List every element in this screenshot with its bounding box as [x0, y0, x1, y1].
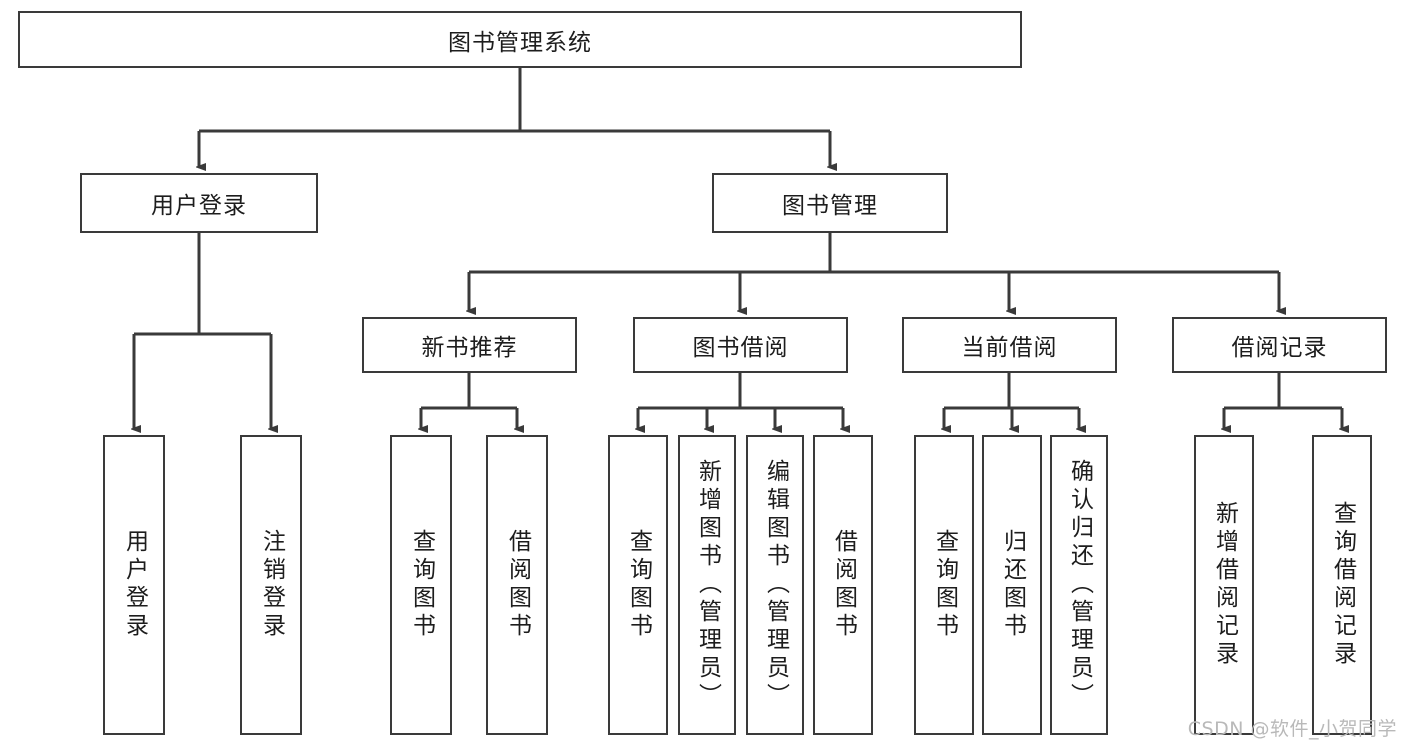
- leaf-borrow-book-label: 借阅图书: [830, 529, 857, 641]
- leaf-query-books-rec[interactable]: 查询图书: [390, 435, 452, 735]
- node-book-management[interactable]: 图书管理: [712, 173, 948, 233]
- leaf-user-login[interactable]: 用户登录: [103, 435, 165, 735]
- leaf-return-book-label: 归还图书: [999, 529, 1026, 641]
- leaf-add-record-label: 新增借阅记录: [1211, 501, 1238, 669]
- node-borrow-record[interactable]: 借阅记录: [1172, 317, 1387, 373]
- node-root[interactable]: 图书管理系统: [18, 11, 1022, 68]
- node-user-login[interactable]: 用户登录: [80, 173, 318, 233]
- leaf-edit-book-label: 编辑图书（管理员）: [762, 459, 789, 711]
- leaf-query-books[interactable]: 查询图书: [608, 435, 668, 735]
- leaf-user-logout[interactable]: 注销登录: [240, 435, 302, 735]
- leaf-confirm-return[interactable]: 确认归还（管理员）: [1050, 435, 1108, 735]
- node-book-borrow[interactable]: 图书借阅: [633, 317, 848, 373]
- leaf-query-books-rec-label: 查询图书: [408, 529, 435, 641]
- watermark-text: CSDN @软件_小贺同学: [1187, 718, 1397, 740]
- node-root-label: 图书管理系统: [448, 29, 592, 56]
- leaf-user-logout-label: 注销登录: [258, 529, 285, 641]
- leaf-edit-book[interactable]: 编辑图书（管理员）: [746, 435, 804, 735]
- leaf-add-record[interactable]: 新增借阅记录: [1194, 435, 1254, 735]
- leaf-add-book-label: 新增图书（管理员）: [694, 459, 721, 711]
- leaf-query-books-label: 查询图书: [625, 529, 652, 641]
- node-user-login-label: 用户登录: [151, 193, 247, 219]
- leaf-query-books-cur[interactable]: 查询图书: [914, 435, 974, 735]
- node-book-borrow-label: 图书借阅: [692, 335, 789, 361]
- leaf-borrow-book[interactable]: 借阅图书: [813, 435, 873, 735]
- node-new-book-recommend-label: 新书推荐: [421, 335, 518, 361]
- node-borrow-record-label: 借阅记录: [1231, 335, 1328, 361]
- node-current-borrow[interactable]: 当前借阅: [902, 317, 1117, 373]
- leaf-user-login-label: 用户登录: [121, 529, 148, 641]
- leaf-return-book[interactable]: 归还图书: [982, 435, 1042, 735]
- leaf-add-book[interactable]: 新增图书（管理员）: [678, 435, 736, 735]
- node-new-book-recommend[interactable]: 新书推荐: [362, 317, 577, 373]
- leaf-query-record-label: 查询借阅记录: [1329, 501, 1356, 669]
- node-current-borrow-label: 当前借阅: [961, 335, 1058, 361]
- leaf-borrow-books-rec-label: 借阅图书: [504, 529, 531, 641]
- leaf-query-books-cur-label: 查询图书: [931, 529, 958, 641]
- leaf-borrow-books-rec[interactable]: 借阅图书: [486, 435, 548, 735]
- leaf-confirm-return-label: 确认归还（管理员）: [1066, 459, 1093, 711]
- node-book-management-label: 图书管理: [782, 193, 878, 219]
- leaf-query-record[interactable]: 查询借阅记录: [1312, 435, 1372, 735]
